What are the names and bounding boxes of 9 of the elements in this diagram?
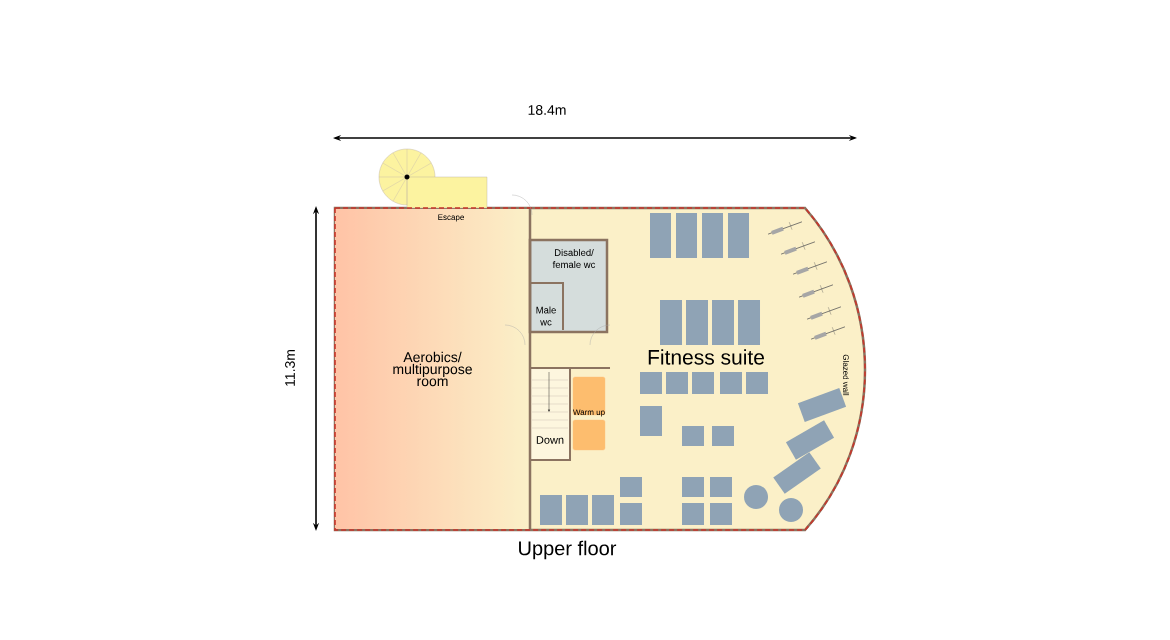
dimension-label: 11.3m <box>285 350 295 386</box>
exit-label: Escape <box>438 214 464 222</box>
caption: Upper floor <box>519 540 617 560</box>
dimension-label: 18.4m <box>528 105 566 115</box>
staircase: Down <box>529 367 571 461</box>
wall-label: Glazed wall <box>843 354 849 396</box>
room: Aerobics/ multipurpose room <box>393 351 472 387</box>
room-label: Fitness suite <box>648 349 764 365</box>
washroom: Male wc <box>529 282 564 331</box>
